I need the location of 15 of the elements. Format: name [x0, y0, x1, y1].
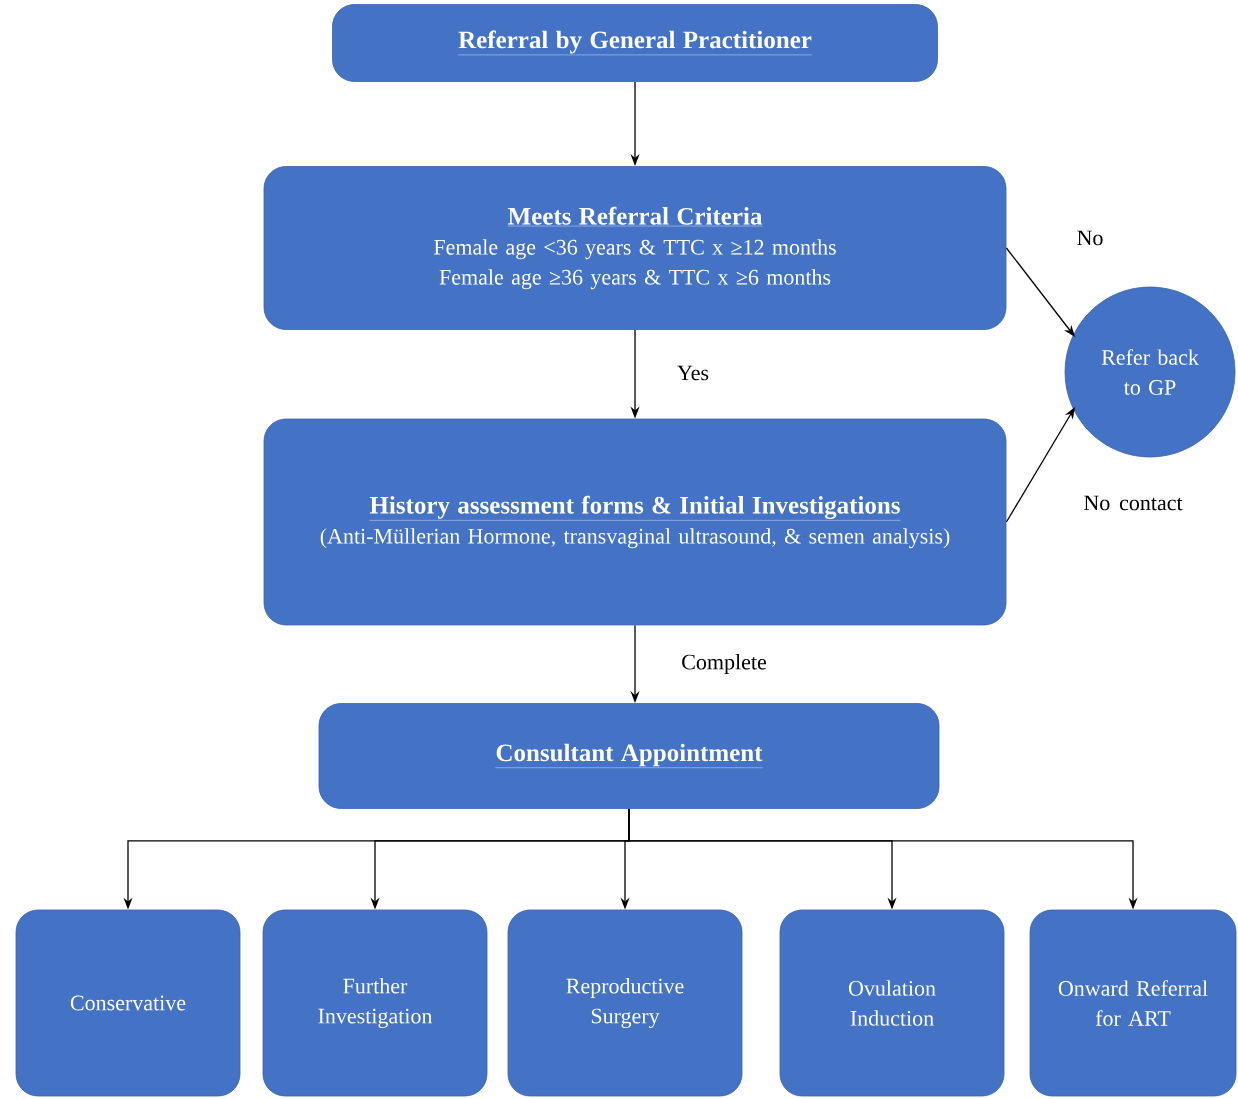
edge-label: Yes: [675, 363, 711, 383]
edge-label: No: [1074, 228, 1106, 248]
process-box: Consultant Appointment: [318, 703, 940, 809]
criteria-box: Meets Referral Criteria Female age <36 years & TTC x ≥12 months Female age ≥36 years & TTC x ≥6 months: [263, 166, 1007, 330]
outcome-box: Reproductive Surgery: [507, 909, 743, 1097]
process-box: Referral by General Practitioner: [332, 4, 938, 82]
outcome-box: Further Investigation: [262, 909, 488, 1097]
arrow: [1005, 247, 1075, 337]
outcome-box: Ovulation Induction: [779, 909, 1005, 1097]
process-box: History assessment forms & Initial Investigations (Anti-Müllerian Hormone, transvaginal ultrasound, & semen analysis): [263, 418, 1007, 626]
edge-label: Complete: [679, 652, 769, 676]
edge-label: No contact: [1081, 493, 1185, 513]
outcome-box: Onward Referral for ART: [1029, 909, 1237, 1097]
outcome-box: Conservative: [15, 909, 241, 1097]
arrow: [1005, 407, 1075, 523]
